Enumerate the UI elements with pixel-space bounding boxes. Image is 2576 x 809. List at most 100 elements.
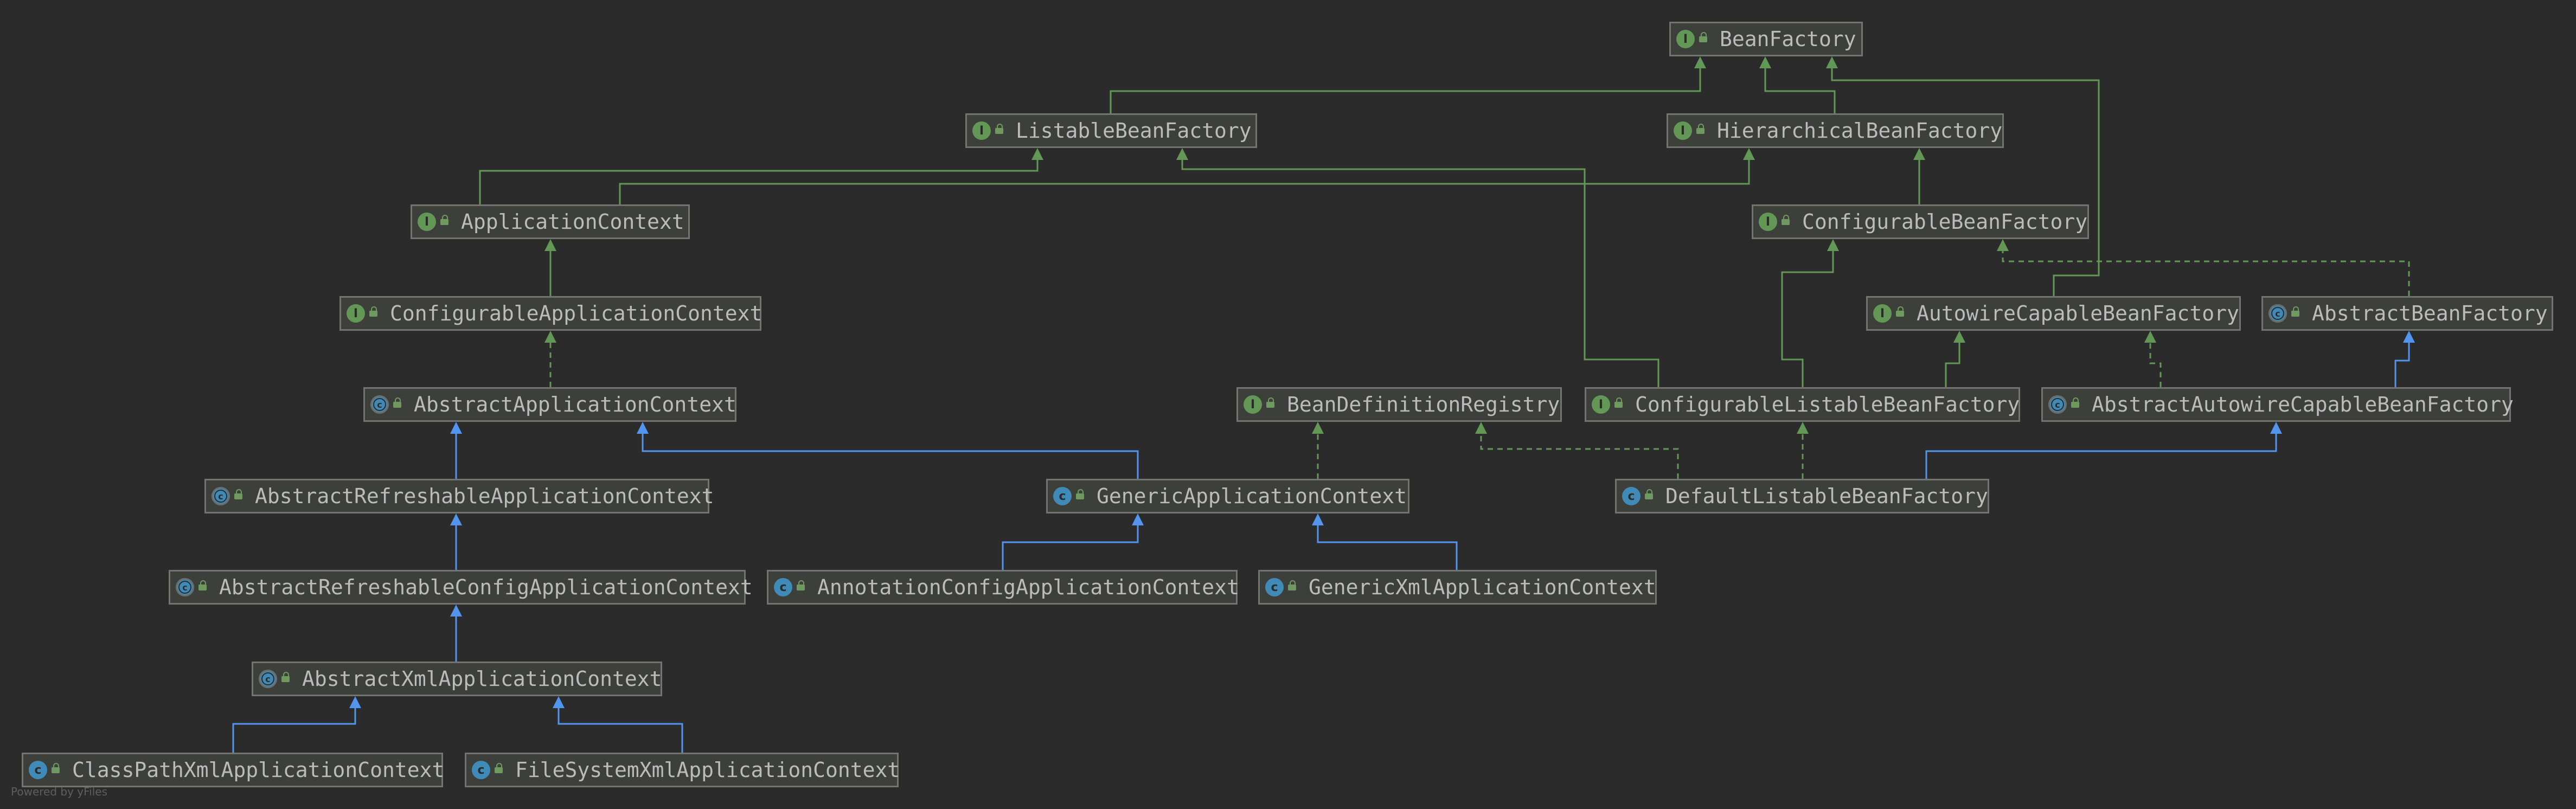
- node-label: DefaultListableBeanFactory: [1665, 484, 1988, 508]
- node-label: FileSystemXmlApplicationContext: [515, 758, 900, 782]
- lock-icon: [2291, 306, 2300, 317]
- node-label: GenericXmlApplicationContext: [1309, 575, 1656, 599]
- node-abstract-xml-application-context[interactable]: c AbstractXmlApplicationContext: [252, 662, 662, 696]
- node-classpath-xml-application-context[interactable]: c ClassPathXmlApplicationContext: [22, 753, 445, 787]
- node-abstract-bean-factory[interactable]: c AbstractBeanFactory: [2261, 296, 2553, 331]
- class-icon: c: [472, 761, 490, 779]
- edge-extends: [1002, 513, 1144, 570]
- node-abstract-refreshable-config-application-context[interactable]: c AbstractRefreshableConfigApplicationCo…: [169, 570, 753, 605]
- node-abstract-application-context[interactable]: c AbstractApplicationContext: [363, 387, 736, 422]
- lock-icon: [1288, 580, 1297, 591]
- lock-icon: [1699, 32, 1708, 43]
- node-label: HierarchicalBeanFactory: [1717, 119, 2003, 143]
- lock-icon: [1645, 489, 1654, 500]
- edge-implements: [544, 331, 556, 387]
- interface-icon: I: [1592, 395, 1610, 414]
- arrowhead: [349, 696, 361, 708]
- edge-extends-interface: [1759, 56, 1836, 113]
- arrowhead: [1694, 56, 1706, 68]
- arrowhead: [1797, 422, 1809, 434]
- lock-icon: [1696, 124, 1705, 134]
- arrowhead: [1827, 239, 1839, 251]
- node-label: ConfigurableListableBeanFactory: [1635, 393, 2020, 416]
- lock-icon: [393, 397, 402, 408]
- arrowhead: [1953, 331, 1965, 343]
- node-configurable-bean-factory[interactable]: I ConfigurableBeanFactory: [1752, 204, 2089, 239]
- edge-extends: [450, 605, 462, 662]
- node-label: AbstractAutowireCapableBeanFactory: [2092, 393, 2514, 416]
- arrowhead: [1312, 422, 1324, 434]
- lock-icon: [1266, 397, 1275, 408]
- footer-credit: Powered by yFiles: [11, 785, 107, 798]
- lock-icon: [1782, 215, 1790, 226]
- node-label: AutowireCapableBeanFactory: [1917, 301, 2239, 325]
- node-generic-xml-application-context[interactable]: c GenericXmlApplicationContext: [1258, 570, 1657, 605]
- interface-icon: I: [1676, 30, 1695, 48]
- edge-extends-interface: [1945, 331, 1965, 387]
- arrowhead: [1475, 422, 1487, 434]
- lock-icon: [369, 306, 378, 317]
- node-application-context[interactable]: I ApplicationContext: [411, 204, 690, 239]
- class-icon: c: [774, 578, 792, 596]
- arrowhead: [553, 696, 565, 708]
- interface-icon: I: [1674, 121, 1692, 140]
- node-bean-factory[interactable]: I BeanFactory: [1669, 22, 1863, 56]
- node-default-listable-bean-factory[interactable]: c DefaultListableBeanFactory: [1615, 479, 1989, 513]
- arrowhead: [637, 422, 649, 434]
- node-annotation-config-application-context[interactable]: c AnnotationConfigApplicationContext: [767, 570, 1239, 605]
- node-hierarchical-bean-factory[interactable]: I HierarchicalBeanFactory: [1667, 113, 2004, 148]
- edge-implements: [1312, 422, 1324, 479]
- node-abstract-autowire-capable-bean-factory[interactable]: c AbstractAutowireCapableBeanFactory: [2041, 387, 2514, 422]
- node-label: ClassPathXmlApplicationContext: [72, 758, 445, 782]
- lock-icon: [52, 763, 60, 774]
- node-label: AbstractXmlApplicationContext: [302, 667, 662, 691]
- arrowhead: [1312, 513, 1324, 525]
- arrowhead: [2270, 422, 2282, 434]
- lock-icon: [198, 580, 207, 591]
- node-filesystem-xml-application-context[interactable]: c FileSystemXmlApplicationContext: [465, 753, 900, 787]
- node-autowire-capable-bean-factory[interactable]: I AutowireCapableBeanFactory: [1866, 296, 2241, 331]
- edge-extends-interface: [1781, 239, 1839, 387]
- lock-icon: [1076, 489, 1085, 500]
- node-label: ListableBeanFactory: [1016, 119, 1252, 143]
- interface-icon: I: [418, 213, 436, 231]
- edge-extends: [1925, 422, 2282, 479]
- node-listable-bean-factory[interactable]: I ListableBeanFactory: [965, 113, 1257, 148]
- edge-implements: [1797, 422, 1809, 479]
- node-label: AbstractBeanFactory: [2312, 301, 2548, 325]
- edge-extends-interface: [544, 239, 556, 296]
- node-bean-definition-registry[interactable]: I BeanDefinitionRegistry: [1236, 387, 1562, 422]
- arrowhead: [1913, 148, 1925, 160]
- abstract-class-icon: c: [2048, 395, 2067, 414]
- lock-icon: [234, 489, 243, 500]
- node-configurable-listable-bean-factory[interactable]: I ConfigurableListableBeanFactory: [1585, 387, 2020, 422]
- arrowhead: [544, 331, 556, 343]
- node-label: ConfigurableBeanFactory: [1802, 210, 2088, 234]
- node-label: GenericApplicationContext: [1097, 484, 1407, 508]
- interface-icon: I: [1244, 395, 1262, 414]
- abstract-class-icon: c: [176, 578, 194, 596]
- lock-icon: [440, 215, 449, 226]
- node-label: ApplicationContext: [461, 210, 684, 234]
- arrowhead: [2403, 331, 2415, 343]
- arrowhead: [1759, 56, 1771, 68]
- class-icon: c: [1053, 487, 1072, 505]
- node-label: AnnotationConfigApplicationContext: [817, 575, 1239, 599]
- lock-icon: [495, 763, 503, 774]
- lock-icon: [281, 672, 290, 683]
- edge-implements: [2144, 331, 2162, 387]
- arrowhead: [1031, 148, 1043, 160]
- node-label: ConfigurableApplicationContext: [390, 301, 762, 325]
- edge-extends: [1312, 513, 1458, 570]
- node-configurable-application-context[interactable]: I ConfigurableApplicationContext: [339, 296, 762, 331]
- lock-icon: [1614, 397, 1623, 408]
- node-abstract-refreshable-application-context[interactable]: c AbstractRefreshableApplicationContext: [204, 479, 714, 513]
- edge-extends-interface: [1110, 56, 1706, 113]
- lock-icon: [797, 580, 805, 591]
- node-generic-application-context[interactable]: c GenericApplicationContext: [1046, 479, 1409, 513]
- node-label: BeanFactory: [1720, 27, 1856, 51]
- arrowhead: [1176, 148, 1188, 160]
- edge-extends-interface: [1913, 148, 1925, 204]
